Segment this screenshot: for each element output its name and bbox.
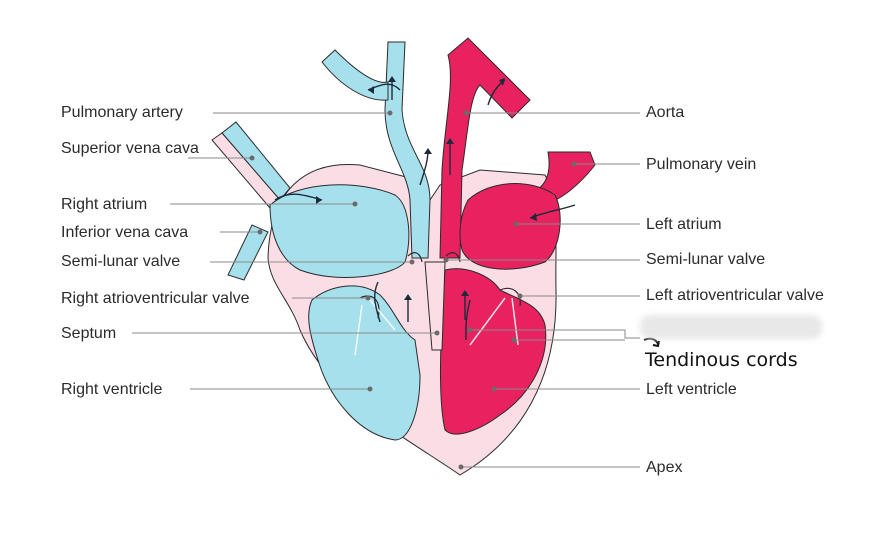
leader-dot bbox=[257, 229, 263, 235]
inferior-vena-cava bbox=[227, 224, 269, 281]
label-tendinous-cords: Tendinous cords bbox=[645, 349, 798, 371]
label-right-av-valve: Right atrioventricular valve bbox=[61, 290, 250, 307]
label-right-ventricle: Right ventricle bbox=[61, 381, 163, 398]
pulmonary-artery bbox=[384, 41, 431, 259]
label-left-ventricle: Left ventricle bbox=[646, 381, 737, 398]
left-ventricle bbox=[439, 268, 547, 435]
leader-dots-left bbox=[249, 110, 440, 392]
blurred-annotation bbox=[640, 315, 822, 339]
label-septum: Septum bbox=[61, 325, 117, 342]
arrow-head bbox=[368, 86, 374, 94]
leader-dot bbox=[387, 110, 393, 116]
aorta bbox=[439, 37, 531, 259]
arrow-head bbox=[499, 78, 505, 86]
flow-arrow bbox=[373, 281, 381, 323]
leader-line-tendinous-cords bbox=[470, 329, 640, 339]
leader-dot bbox=[443, 257, 449, 263]
label-left-av-valve: Left atrioventricular valve bbox=[646, 287, 824, 304]
label-apex: Apex bbox=[646, 459, 683, 476]
left-atrium bbox=[459, 183, 561, 270]
leader-dot bbox=[458, 464, 464, 470]
tendinous-cord bbox=[469, 297, 506, 346]
right-ventricle bbox=[308, 285, 421, 441]
leader-dot bbox=[463, 110, 469, 116]
arrow-head bbox=[446, 138, 454, 144]
tendinous-cord bbox=[354, 304, 363, 356]
leader-dot bbox=[249, 155, 255, 161]
arrow-heads bbox=[316, 76, 537, 300]
arrow-head bbox=[404, 294, 412, 300]
label-aorta: Aorta bbox=[646, 104, 685, 121]
leader-dot bbox=[467, 327, 473, 333]
arrow-head bbox=[316, 196, 322, 204]
leader-dot bbox=[513, 221, 519, 227]
tendinous-cord bbox=[369, 299, 396, 331]
septum bbox=[424, 261, 446, 351]
leader-dot bbox=[571, 161, 577, 167]
arrow-head bbox=[424, 148, 432, 154]
pulmonary-artery-branch bbox=[321, 49, 389, 101]
arrow-head bbox=[461, 290, 469, 296]
leader-dot bbox=[491, 386, 497, 392]
label-pulmonary-vein: Pulmonary vein bbox=[646, 156, 757, 173]
right-atrium bbox=[269, 184, 410, 279]
leader-dot bbox=[434, 330, 440, 336]
leader-dot bbox=[409, 259, 415, 265]
label-pulmonary-artery: Pulmonary artery bbox=[61, 104, 183, 121]
leader-dot bbox=[517, 293, 523, 299]
label-right-atrium: Right atrium bbox=[61, 196, 148, 213]
semi-lunar-valve-right bbox=[407, 252, 423, 263]
leader-dot bbox=[511, 337, 517, 343]
leader-dot bbox=[365, 295, 371, 301]
leader-dot bbox=[352, 201, 358, 207]
leader-dots-right bbox=[443, 110, 577, 470]
leader-lines-right bbox=[446, 112, 640, 468]
arrow-head bbox=[530, 213, 537, 221]
arrow-head bbox=[388, 76, 396, 82]
flow-arrow bbox=[465, 299, 471, 341]
label-inferior-vena-cava: Inferior vena cava bbox=[61, 224, 189, 241]
label-superior-vena-cava: Superior vena cava bbox=[61, 140, 199, 157]
curved-arrow-icon bbox=[643, 337, 660, 348]
left-av-valve bbox=[499, 287, 521, 307]
label-semi-lunar-valve-right: Semi-lunar valve bbox=[646, 251, 766, 268]
leader-dot bbox=[367, 386, 373, 392]
tendinous-cord bbox=[511, 297, 519, 346]
leader-lines-left bbox=[132, 112, 437, 390]
label-left-atrium: Left atrium bbox=[646, 216, 722, 233]
label-semi-lunar-valve-left: Semi-lunar valve bbox=[61, 253, 181, 270]
